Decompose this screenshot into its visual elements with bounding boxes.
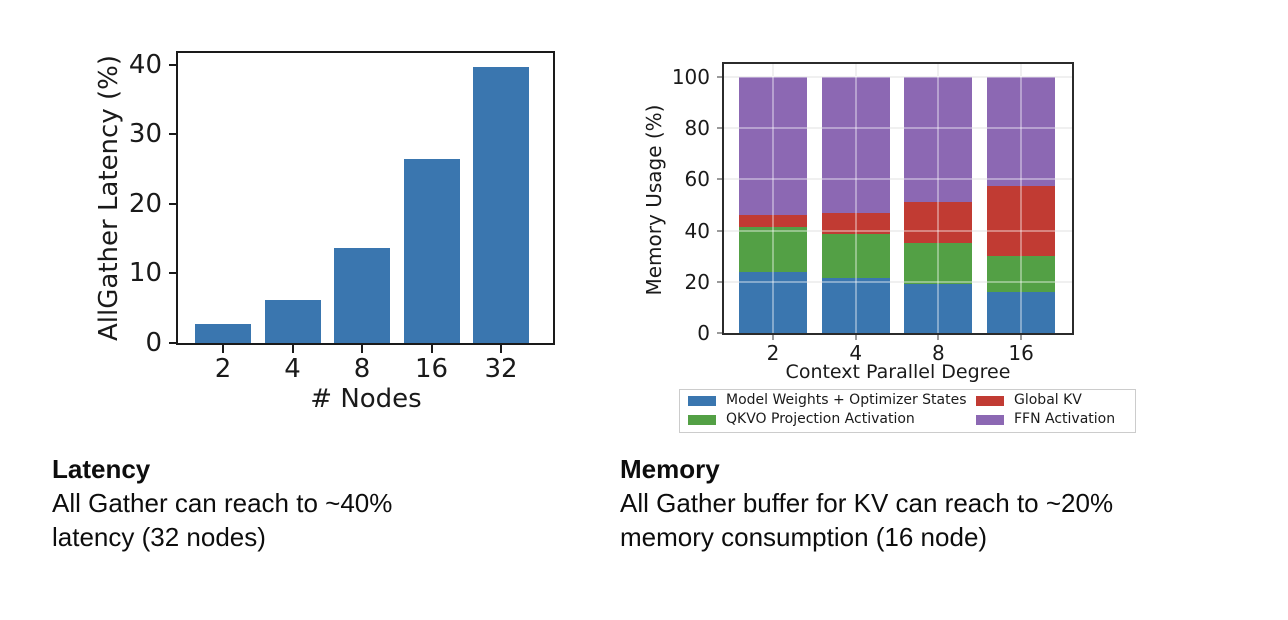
x-tick-label: 2 bbox=[214, 354, 232, 384]
legend-label: Model Weights + Optimizer States bbox=[726, 392, 967, 408]
bar-segment bbox=[739, 271, 807, 333]
memory-caption-line: memory consumption (16 node) bbox=[620, 522, 988, 552]
y-tick-mark bbox=[717, 178, 722, 181]
legend-swatch bbox=[688, 415, 716, 425]
gridline-h bbox=[724, 75, 1072, 78]
x-tick-mark bbox=[430, 345, 433, 353]
x-tick-mark bbox=[291, 345, 294, 353]
memory-y-axis-label: Memory Usage (%) bbox=[642, 104, 666, 296]
gridline-h-overlay bbox=[724, 229, 1072, 232]
y-tick-label: 60 bbox=[684, 167, 710, 192]
legend-swatch bbox=[976, 415, 1004, 425]
bar-segment bbox=[904, 243, 973, 285]
bar bbox=[334, 248, 390, 343]
y-tick-mark bbox=[717, 75, 722, 78]
y-tick-label: 40 bbox=[684, 218, 710, 243]
y-tick-mark bbox=[169, 133, 178, 136]
memory-x-axis-label: Context Parallel Degree bbox=[785, 361, 1011, 383]
y-tick-mark bbox=[717, 127, 722, 130]
bar-segment bbox=[821, 277, 890, 333]
y-tick-label: 100 bbox=[671, 64, 710, 89]
x-tick-mark bbox=[937, 335, 940, 340]
y-tick-label: 0 bbox=[697, 321, 710, 345]
y-tick-label: 0 bbox=[145, 328, 162, 358]
gridline-h-overlay bbox=[724, 127, 1072, 130]
gridline-h bbox=[724, 280, 1072, 283]
y-tick-mark bbox=[169, 342, 178, 344]
gridline-h-overlay bbox=[724, 280, 1072, 283]
gridline-h bbox=[724, 229, 1072, 232]
bar bbox=[264, 299, 321, 343]
y-tick-mark bbox=[169, 272, 178, 275]
bar-segment bbox=[739, 76, 807, 216]
y-tick-label: 10 bbox=[128, 258, 162, 289]
bar-segment bbox=[821, 76, 890, 213]
gridline-h bbox=[724, 178, 1072, 181]
memory-caption-title: Memory bbox=[620, 454, 720, 484]
y-tick-mark bbox=[169, 63, 178, 66]
x-tick-label: 32 bbox=[484, 354, 518, 384]
gridline-h-overlay bbox=[724, 178, 1072, 181]
y-tick-label: 30 bbox=[128, 119, 162, 150]
x-tick-mark bbox=[222, 345, 224, 353]
gridline-v-overlay bbox=[937, 64, 940, 333]
x-tick-label: 8 bbox=[353, 354, 371, 384]
x-tick-label: 4 bbox=[284, 354, 301, 384]
y-tick-label: 20 bbox=[684, 269, 710, 294]
bar-segment bbox=[987, 185, 1056, 257]
y-tick-mark bbox=[717, 332, 722, 334]
latency-plot-area bbox=[176, 51, 555, 345]
bar-segment bbox=[987, 292, 1056, 333]
bar-segment bbox=[904, 76, 973, 203]
bar bbox=[473, 66, 529, 343]
y-tick-mark bbox=[717, 280, 722, 283]
latency-x-axis-label: # Nodes bbox=[310, 384, 422, 414]
y-tick-mark bbox=[169, 202, 178, 205]
bar-segment bbox=[904, 284, 973, 333]
x-tick-mark bbox=[500, 345, 502, 353]
bar-segment bbox=[821, 234, 890, 278]
bar-segment bbox=[904, 202, 973, 244]
memory-plot-area bbox=[722, 62, 1074, 335]
y-tick-label: 40 bbox=[128, 49, 162, 80]
x-tick-label: 2 bbox=[766, 341, 780, 365]
legend-swatch bbox=[976, 396, 1004, 406]
latency-caption-title: Latency bbox=[52, 454, 151, 484]
legend-swatch bbox=[688, 396, 716, 406]
x-tick-mark bbox=[361, 345, 363, 353]
x-tick-mark bbox=[854, 335, 857, 340]
gridline-v-overlay bbox=[1020, 64, 1023, 333]
memory-plot-inner bbox=[724, 64, 1072, 333]
x-tick-mark bbox=[772, 335, 774, 340]
memory-caption: Memory All Gather buffer for KV can reac… bbox=[620, 452, 1260, 554]
x-tick-mark bbox=[1020, 335, 1023, 340]
gridline-h-overlay bbox=[724, 75, 1072, 78]
y-tick-label: 80 bbox=[684, 116, 710, 141]
bar-segment bbox=[987, 256, 1056, 293]
x-tick-label: 16 bbox=[1008, 341, 1034, 365]
y-tick-mark bbox=[717, 229, 722, 232]
x-tick-label: 16 bbox=[414, 354, 449, 384]
legend-label: Global KV bbox=[1014, 392, 1082, 408]
latency-plot-inner bbox=[178, 53, 553, 343]
memory-caption-line: All Gather buffer for KV can reach to ~2… bbox=[620, 488, 1114, 518]
x-tick-label: 8 bbox=[932, 341, 945, 365]
legend-label: FFN Activation bbox=[1014, 411, 1116, 427]
latency-caption-line: latency (32 nodes) bbox=[52, 522, 266, 552]
gridline-v-overlay bbox=[854, 64, 857, 333]
latency-caption: Latency All Gather can reach to ~40% lat… bbox=[52, 452, 592, 554]
gridline-v-overlay bbox=[772, 64, 774, 333]
bar-segment bbox=[821, 212, 890, 235]
x-tick-label: 4 bbox=[849, 341, 863, 365]
bar bbox=[195, 324, 251, 343]
legend-label: QKVO Projection Activation bbox=[726, 411, 915, 427]
bar-segment bbox=[987, 76, 1056, 186]
y-tick-label: 20 bbox=[128, 188, 162, 219]
latency-caption-line: All Gather can reach to ~40% bbox=[52, 488, 393, 518]
bar bbox=[403, 158, 460, 343]
bar-segment bbox=[739, 226, 807, 272]
bar-segment bbox=[739, 215, 807, 227]
gridline-h bbox=[724, 127, 1072, 130]
